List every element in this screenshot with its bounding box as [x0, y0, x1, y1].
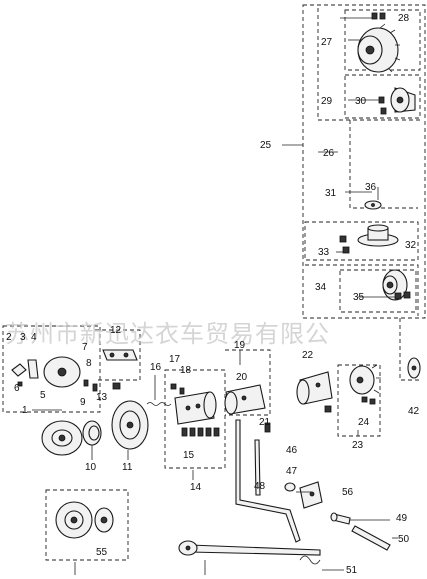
label-31: 31: [325, 188, 337, 199]
label-51: 51: [346, 565, 358, 576]
hook-55: [55, 501, 114, 539]
label-33: 33: [318, 247, 330, 258]
label-8: 8: [86, 358, 92, 369]
label-2: 2: [6, 332, 12, 343]
group-1-dashed-frame: [2, 325, 101, 413]
label-17: 17: [169, 354, 181, 365]
set-screws-28: [371, 12, 386, 20]
hook-parts-1-to-9: [11, 356, 89, 388]
gear-23: [349, 364, 381, 395]
hook-1: [41, 420, 83, 456]
label-50: 50: [398, 534, 410, 545]
label-27: 27: [321, 37, 333, 48]
label-18: 18: [180, 365, 192, 376]
bushing-10: [82, 420, 102, 446]
screws-17-18: [170, 383, 185, 395]
label-5: 5: [40, 390, 46, 401]
screws-33: [339, 235, 350, 254]
group-14-dashed-frame: [164, 369, 226, 469]
label-14: 14: [190, 482, 202, 493]
label-6: 6: [14, 383, 20, 394]
bushing-32: [357, 224, 399, 247]
label-32: 32: [405, 240, 417, 251]
label-35: 35: [353, 292, 365, 303]
label-49: 49: [396, 513, 408, 524]
label-25: 25: [260, 140, 272, 151]
label-10: 10: [85, 462, 97, 473]
crank-rod-assembly: [235, 419, 323, 543]
label-11: 11: [122, 462, 133, 473]
label-15: 15: [183, 450, 195, 461]
leader-lines: [32, 17, 398, 575]
rod-50: [351, 525, 391, 551]
label-34: 34: [315, 282, 327, 293]
collar-22: [296, 371, 333, 405]
gear-34: [382, 269, 408, 301]
label-7: 7: [82, 342, 88, 353]
label-4: 4: [31, 332, 37, 343]
label-9: 9: [80, 397, 86, 408]
label-22: 22: [302, 350, 314, 361]
label-20: 20: [236, 372, 248, 383]
screw-21: [264, 405, 332, 433]
group-23-dashed-frame: [337, 364, 381, 437]
label-29: 29: [321, 96, 333, 107]
label-48: 48: [254, 481, 266, 492]
part-labels: 28 27 29 30 25 26 36 31 32 33 34 35 42 2…: [6, 13, 420, 576]
label-21: 21: [259, 417, 271, 428]
bevel-gear-27: [357, 23, 401, 73]
label-16: 16: [150, 362, 162, 373]
label-30: 30: [355, 96, 367, 107]
label-13: 13: [96, 392, 108, 403]
label-1: 1: [22, 405, 28, 416]
screws-24: [361, 396, 376, 405]
group-12-dashed-frame: [95, 329, 141, 381]
screws-35: [394, 291, 411, 300]
label-42: 42: [408, 406, 420, 417]
watermark-text: 苏州市新迅达衣车贸易有限公: [5, 320, 330, 348]
spring-16: [146, 402, 172, 406]
label-23: 23: [352, 440, 364, 451]
label-28: 28: [398, 13, 410, 24]
set-screws-30: [378, 96, 387, 115]
nut-13: [92, 382, 121, 392]
label-26: 26: [323, 148, 335, 159]
screw-49: [330, 512, 351, 525]
label-56: 56: [342, 487, 354, 498]
bevel-gear-29: [390, 87, 416, 113]
label-36: 36: [365, 182, 377, 193]
shaft-bushing-20: [224, 384, 266, 415]
screws-15: [181, 427, 220, 437]
bobbin-case-11: [111, 400, 149, 450]
washer-36: [364, 200, 382, 210]
label-12: 12: [110, 325, 122, 336]
label-24: 24: [358, 417, 370, 428]
label-3: 3: [20, 332, 26, 343]
label-55: 55: [96, 547, 108, 558]
label-19: 19: [234, 340, 246, 351]
washer-42: [407, 357, 421, 379]
bracket-12: [102, 349, 138, 361]
label-46: 46: [286, 445, 298, 456]
group-25-dashed-frame: [302, 4, 426, 381]
shaft-collar-14: [174, 391, 217, 425]
label-47: 47: [286, 466, 298, 477]
rod-51: [178, 540, 321, 565]
group-19-dashed-frame: [225, 349, 271, 416]
